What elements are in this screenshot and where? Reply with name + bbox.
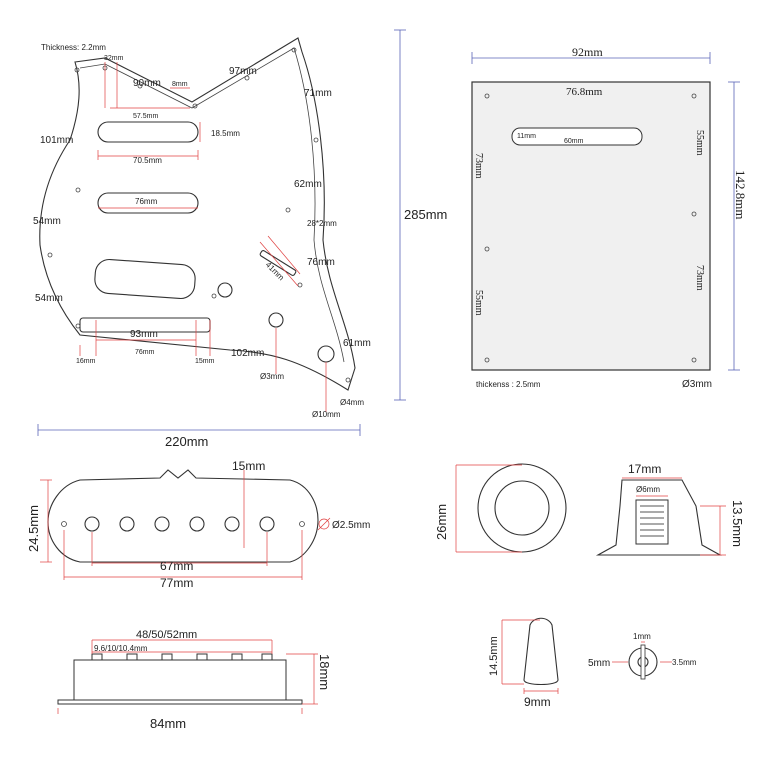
pickup-cover-outline [47,469,319,563]
backplate-outline [471,81,711,371]
dim-16mm: 16mm [76,358,96,365]
pickup-side-dimension-lines [57,639,318,714]
backplate-slot-width: 60mm [564,138,584,145]
switch-tip-dimension-lines [501,619,559,694]
pickup-side-poles [91,653,273,661]
dim-54mm-upper: 54mm [33,216,61,227]
backplate-screw-holes [484,93,697,363]
dim-76mm-middle: 76mm [135,197,158,206]
pickguard-width-label: 220mm [165,434,208,449]
dim-102mm: 102mm [231,348,264,359]
knob-top-label: 17mm [628,462,661,476]
dim-8mm: 8mm [172,81,188,88]
backplate-thickness-label: thickenss : 2.5mm [476,380,541,389]
backplate-inner-width-label: 76.8mm [566,86,603,98]
backplate-right-55: 55mm [694,130,705,156]
switch-hole-dimension-lines [612,641,672,663]
switch-hole-drawing: 1mm 5mm 3.5mm [588,632,697,680]
ring-diameter-label: 26mm [434,504,449,540]
pickguard-thickness-label: Thickness: 2.2mm [41,43,106,52]
pickup-cover-hole-label: Ø2.5mm [332,520,370,531]
backplate-slot [511,127,643,146]
backplate-height-label: 142.8mm [733,170,748,219]
pickup-cover-drawing: 24.5mm 15mm Ø2.5mm 67mm 77mm [26,459,370,590]
backplate-left-73: 73mm [473,153,484,179]
dim-101mm: 101mm [40,135,73,146]
pickup-side-body [73,659,287,701]
knob-drawing: 17mm Ø6mm 13.5mm [595,462,745,556]
pickguard-drawing: Thickness: 2.2mm 32mm 90mm 8mm 97mm 57.5… [33,29,447,449]
pickup-pole-label: 9.6/10/10.4mm [94,644,148,653]
dim-4mm-hole: Ø4mm [340,398,364,407]
switch-tip-drawing: 14.5mm 9mm [488,617,559,709]
volume-knob-hole [217,282,233,298]
dim-90mm: 90mm [133,78,161,89]
knob-dimension-lines [622,477,726,556]
backplate-width-label: 92mm [572,45,603,59]
neck-pickup-slot [97,121,199,143]
backplate-overall-dimension-lines [471,52,740,371]
backplate-right-73: 73mm [694,265,705,291]
tone-knob-hole [268,312,284,328]
dim-57-5mm: 57.5mm [133,113,158,120]
pickup-cover-height-label: 24.5mm [26,505,41,552]
dim-71mm: 71mm [304,88,332,99]
dim-15mm: 15mm [195,358,215,365]
dim-61mm: 61mm [343,338,371,349]
backplate-drawing: 92mm 76.8mm 11mm 60mm 73mm 55mm 55mm 73m… [471,45,748,390]
dim-18-5mm: 18.5mm [211,129,240,138]
dim-70-5mm: 70.5mm [133,156,162,165]
dim-3mm-hole: Ø3mm [260,372,284,381]
pickguard-inner-outline [79,47,345,363]
dim-62mm: 62mm [294,179,322,190]
backplate-hole-label: Ø3mm [682,379,712,390]
knob-shaft-label: Ø6mm [636,485,660,494]
dim-76mm-bottom: 76mm [135,349,155,356]
dim-93mm: 93mm [130,329,158,340]
pickup-cover-top-label: 15mm [232,459,265,473]
bridge-pickup-slot [94,258,196,300]
pickup-side-base [57,699,303,705]
dim-32mm: 32mm [104,55,124,62]
knob-height-label: 13.5mm [730,500,745,547]
pickguard-dimension-lines [79,62,327,412]
dim-54mm-lower: 54mm [35,293,63,304]
dim-76mm-right: 76mm [307,257,335,268]
dim-97mm: 97mm [229,66,257,77]
knob-knurl [640,505,664,537]
screw-holes [47,47,351,383]
dim-28x2mm: 28*2mm [307,219,337,228]
backplate-left-55: 55mm [473,290,484,316]
pickguard-overall-dimension-lines [37,29,406,436]
dim-10mm-hole: Ø10mm [312,410,341,419]
switch-tip-outline [523,617,559,686]
knob-shaft [635,499,669,545]
ring-dimension-lines [455,464,522,553]
pickup-side-drawing: 48/50/52mm 9.6/10/10.4mm 18mm 84mm [57,629,332,731]
pickup-pole-holes [84,516,275,532]
ring-drawing: 26mm [434,463,567,553]
backplate-slot-height: 11mm [517,133,536,140]
jack-hole [317,345,335,363]
pickup-spacing-label: 48/50/52mm [136,629,197,641]
switch-tip-height-label: 14.5mm [488,636,500,676]
pickup-side-length-label: 84mm [150,716,186,731]
pickup-cover-dimension-lines [40,470,331,580]
pickup-cover-outer-label: 77mm [160,576,193,590]
switch-hole-right-label: 3.5mm [672,658,697,667]
ring-inner [494,480,550,536]
pickguard-height-label: 285mm [404,207,447,222]
pickup-side-height-label: 18mm [317,654,332,690]
switch-hole-top-label: 1mm [633,632,651,641]
switch-tip-width-label: 9mm [524,695,551,709]
switch-hole-left-label: 5mm [588,658,610,669]
pickup-cover-inner-label: 67mm [160,559,193,573]
